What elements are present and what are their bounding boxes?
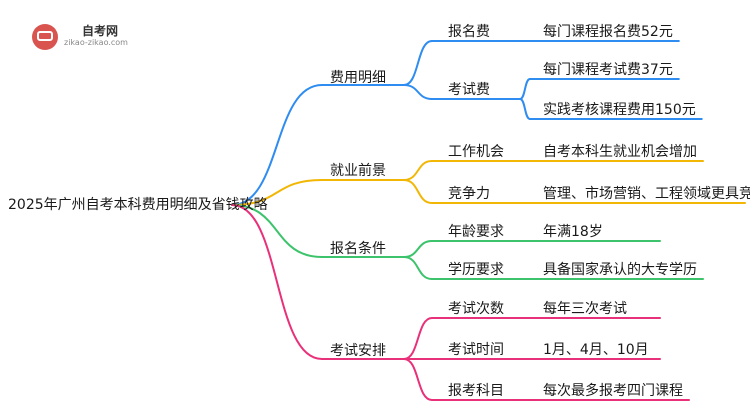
subtopic: 报名费 (448, 24, 490, 40)
leaf-topic: 管理、市场营销、工程领域更具竞争力 (543, 186, 750, 202)
leaf-connector (519, 98, 531, 120)
branch-topic: 就业前景 (330, 163, 386, 179)
subtopic-connector (403, 40, 433, 86)
subtopic: 竞争力 (448, 186, 490, 202)
branch-topic: 考试安排 (330, 343, 386, 359)
leaf-topic: 1月、4月、10月 (543, 342, 649, 358)
leaf-connector (519, 78, 531, 100)
leaf-topic: 每次最多报考四门课程 (543, 383, 683, 399)
leaf-topic: 实践考核课程费用150元 (543, 102, 696, 118)
graduation-cap-icon (32, 24, 58, 50)
root-topic: 2025年广州自考本科费用明细及省钱攻略 (8, 197, 268, 213)
leaf-topic: 每门课程报名费52元 (543, 24, 673, 40)
subtopic: 工作机会 (448, 144, 504, 160)
logo-name: 自考网 (82, 24, 119, 38)
leaf-topic: 具备国家承认的大专学历 (543, 262, 697, 278)
branch-topic: 报名条件 (330, 241, 386, 257)
subtopic: 年龄要求 (448, 224, 504, 240)
leaf-topic: 每年三次考试 (543, 301, 627, 317)
branch-connector (231, 204, 323, 360)
branch-connector (231, 179, 323, 206)
branch-topic: 费用明细 (330, 70, 386, 86)
branch-connector (231, 204, 323, 258)
leaf-topic: 每门课程考试费37元 (543, 62, 673, 78)
subtopic-connector (403, 240, 433, 258)
subtopic-connector (403, 84, 433, 100)
subtopic: 学历要求 (448, 262, 504, 278)
subtopic-connector (403, 179, 433, 204)
leaf-topic: 自考本科生就业机会增加 (543, 144, 697, 160)
site-logo: 自考网 zikao-zikao.com (30, 18, 150, 52)
subtopic-connector (403, 160, 433, 181)
branch-connector (231, 84, 323, 206)
subtopic: 考试次数 (448, 301, 504, 317)
subtopic-connector (403, 358, 433, 401)
logo-url: zikao-zikao.com (64, 38, 128, 47)
subtopic: 考试费 (448, 82, 490, 98)
subtopic: 报考科目 (448, 383, 504, 399)
subtopic-connector (403, 256, 433, 280)
subtopic: 考试时间 (448, 342, 504, 358)
leaf-topic: 年满18岁 (543, 224, 603, 240)
subtopic-connector (403, 317, 433, 360)
